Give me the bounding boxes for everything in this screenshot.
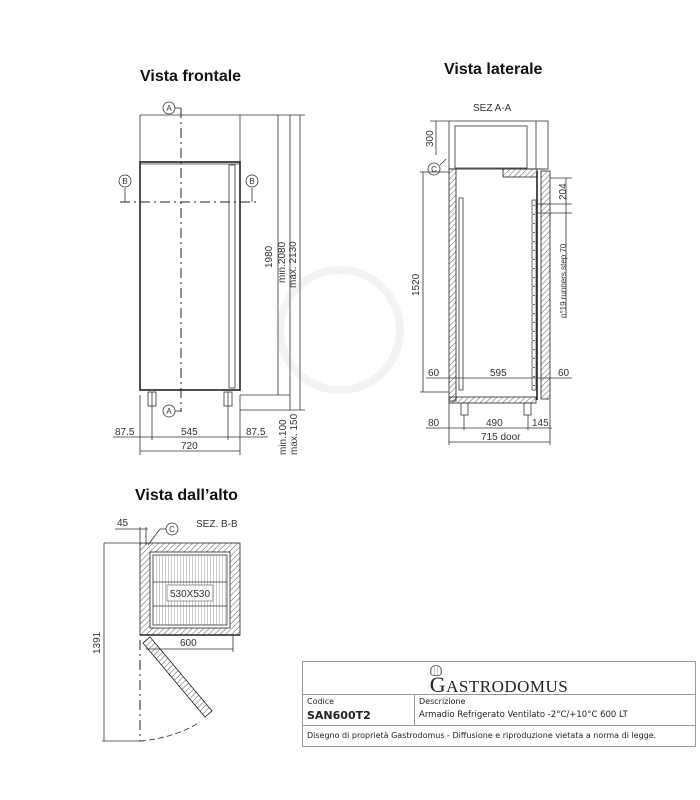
side-bottom-wall <box>448 396 537 404</box>
side-view-title: Vista laterale <box>444 61 543 78</box>
watermark <box>276 266 404 394</box>
dim-depth-door: 715 door <box>481 432 521 443</box>
dim-top-inner-width: 600 <box>180 638 197 649</box>
dim-top-gap: 204 <box>558 183 569 200</box>
dim-inner-depth: 595 <box>490 368 507 379</box>
brand-logo: GASTRODOMUS <box>303 662 695 697</box>
side-rear-wall <box>448 168 457 402</box>
dim-grid: 530X530 <box>170 589 210 600</box>
side-view: Vista laterale SEZ A-A 300 C 1520 <box>411 61 572 445</box>
front-view: Vista frontale A A B B <box>113 68 305 455</box>
dim-top-clearance: 300 <box>425 130 436 147</box>
side-section-label: SEZ A-A <box>473 103 512 114</box>
dim-door-open: 1391 <box>92 631 103 654</box>
code-value: SAN600T2 <box>307 709 371 722</box>
side-foot-rear <box>523 402 532 416</box>
dim-hinge-offset: 45 <box>117 518 129 529</box>
code-cell: Codice SAN600T2 <box>303 695 415 725</box>
dim-max-total: max. 2130 <box>288 241 299 288</box>
section-a-label: A <box>166 104 172 113</box>
dim-left-wall: 60 <box>428 368 440 379</box>
side-door-wall <box>540 170 551 400</box>
title-block: GASTRODOMUS Codice SAN600T2 Descrizione … <box>302 661 696 747</box>
side-foot-front <box>460 402 469 416</box>
copyright-notice: Disegno di proprietà Gastrodomus - Diffu… <box>307 731 657 740</box>
top-view-title: Vista dall’alto <box>135 487 238 504</box>
dim-min-total: min.2080 <box>277 241 288 283</box>
dim-side-leg-span: 490 <box>486 418 503 429</box>
code-label: Codice <box>307 697 335 706</box>
description-label: Descrizione <box>419 697 466 706</box>
dim-width: 720 <box>181 441 198 452</box>
dim-rear-offset: 145 <box>532 418 549 429</box>
dim-right-wall: 60 <box>558 368 570 379</box>
cabinet-front <box>139 161 241 391</box>
dim-front-offset: 80 <box>428 418 440 429</box>
open-door <box>142 636 213 718</box>
brand-rest: ASTRODOMUS <box>446 677 569 696</box>
section-b-label-right: B <box>249 177 254 186</box>
section-b-label-left: B <box>122 177 127 186</box>
dim-foot-max: max. 150 <box>289 413 300 455</box>
top-section-label: SEZ. B-B <box>196 519 238 530</box>
brand-name: GASTRODOMUS <box>430 672 569 697</box>
dim-inner-height: 1520 <box>411 273 422 296</box>
shell-logo-icon <box>430 665 442 676</box>
section-a-label-bottom: A <box>166 407 172 416</box>
description-value: Armadio Refrigerato Ventilato -2°C/+10°C… <box>419 710 628 720</box>
door-swing-arc <box>139 721 201 742</box>
dim-left-offset: 87.5 <box>115 427 135 438</box>
front-view-title: Vista frontale <box>140 68 241 85</box>
dim-foot-min: min.100 <box>278 419 289 455</box>
section-c-label: C <box>431 165 437 174</box>
dim-body-height: 1980 <box>264 245 275 268</box>
brand-initial: G <box>429 672 447 697</box>
top-section-c-label: C <box>169 525 175 534</box>
section-b-marker-left <box>118 174 132 188</box>
section-b-marker-right <box>245 174 259 188</box>
dim-right-offset: 87.5 <box>246 427 266 438</box>
dim-leg-span: 545 <box>181 427 198 438</box>
dim-runners: n°19 runners step 70 <box>559 243 568 318</box>
top-view: Vista dall’alto 45 C SEZ. B-B 530X530 60… <box>92 487 241 742</box>
description-cell: Descrizione Armadio Refrigerato Ventilat… <box>415 695 695 725</box>
